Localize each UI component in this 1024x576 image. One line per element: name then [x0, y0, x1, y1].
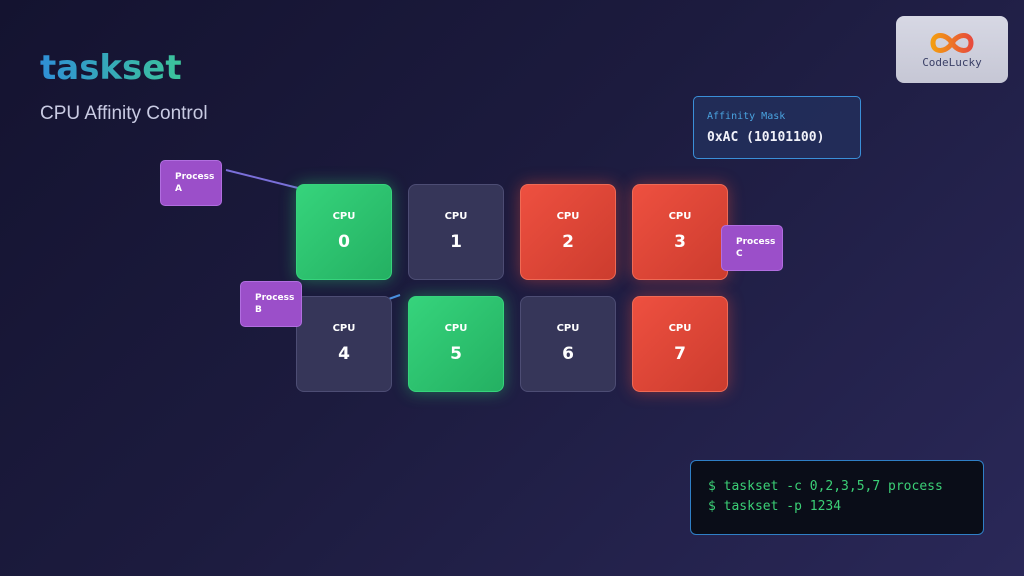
brand-logo: CodeLucky	[896, 16, 1008, 83]
cpu-number: 7	[674, 344, 686, 364]
process-word: Process	[255, 293, 295, 303]
cpu-number: 3	[674, 232, 686, 252]
cpu-core-1: CPU 1	[408, 184, 504, 280]
cpu-label: CPU	[332, 323, 356, 334]
cpu-number: 1	[450, 232, 462, 252]
affinity-mask-value: 0xAC (10101100)	[707, 130, 825, 145]
affinity-mask-label: Affinity Mask	[707, 111, 786, 122]
cpu-label: CPU	[332, 211, 356, 222]
cpu-number: 6	[562, 344, 574, 364]
cpu-label: CPU	[444, 211, 468, 222]
process-word: Process	[175, 172, 215, 182]
process-word: Process	[736, 237, 776, 247]
logo-text: CodeLucky	[922, 56, 982, 69]
page-subtitle: CPU Affinity Control	[40, 103, 208, 124]
cpu-number: 2	[562, 232, 574, 252]
cpu-number: 5	[450, 344, 462, 364]
process-letter: B	[255, 305, 262, 315]
process-letter: A	[175, 184, 182, 194]
cpu-number: 4	[338, 344, 350, 364]
infinity-icon	[930, 33, 974, 53]
cpu-core-2: CPU 2	[520, 184, 616, 280]
process-c-node: Process C	[721, 225, 783, 271]
cpu-core-5: CPU 5	[408, 296, 504, 392]
cpu-core-3: CPU 3	[632, 184, 728, 280]
cpu-core-4: CPU 4	[296, 296, 392, 392]
terminal-line-1: $ taskset -c 0,2,3,5,7 process	[708, 479, 943, 494]
cpu-label: CPU	[668, 211, 692, 222]
cpu-core-6: CPU 6	[520, 296, 616, 392]
link-process-a	[225, 169, 299, 189]
cpu-label: CPU	[668, 323, 692, 334]
cpu-label: CPU	[556, 211, 580, 222]
terminal-panel: $ taskset -c 0,2,3,5,7 process $ taskset…	[690, 460, 984, 535]
cpu-core-7: CPU 7	[632, 296, 728, 392]
process-a-node: Process A	[160, 160, 222, 206]
terminal-line-2: $ taskset -p 1234	[708, 499, 842, 514]
cpu-label: CPU	[444, 323, 468, 334]
cpu-number: 0	[338, 232, 350, 252]
process-letter: C	[736, 249, 743, 259]
page-title: taskset	[40, 48, 182, 88]
process-b-node: Process B	[240, 281, 302, 327]
cpu-label: CPU	[556, 323, 580, 334]
affinity-mask-panel: Affinity Mask 0xAC (10101100)	[693, 96, 861, 159]
cpu-core-0: CPU 0	[296, 184, 392, 280]
